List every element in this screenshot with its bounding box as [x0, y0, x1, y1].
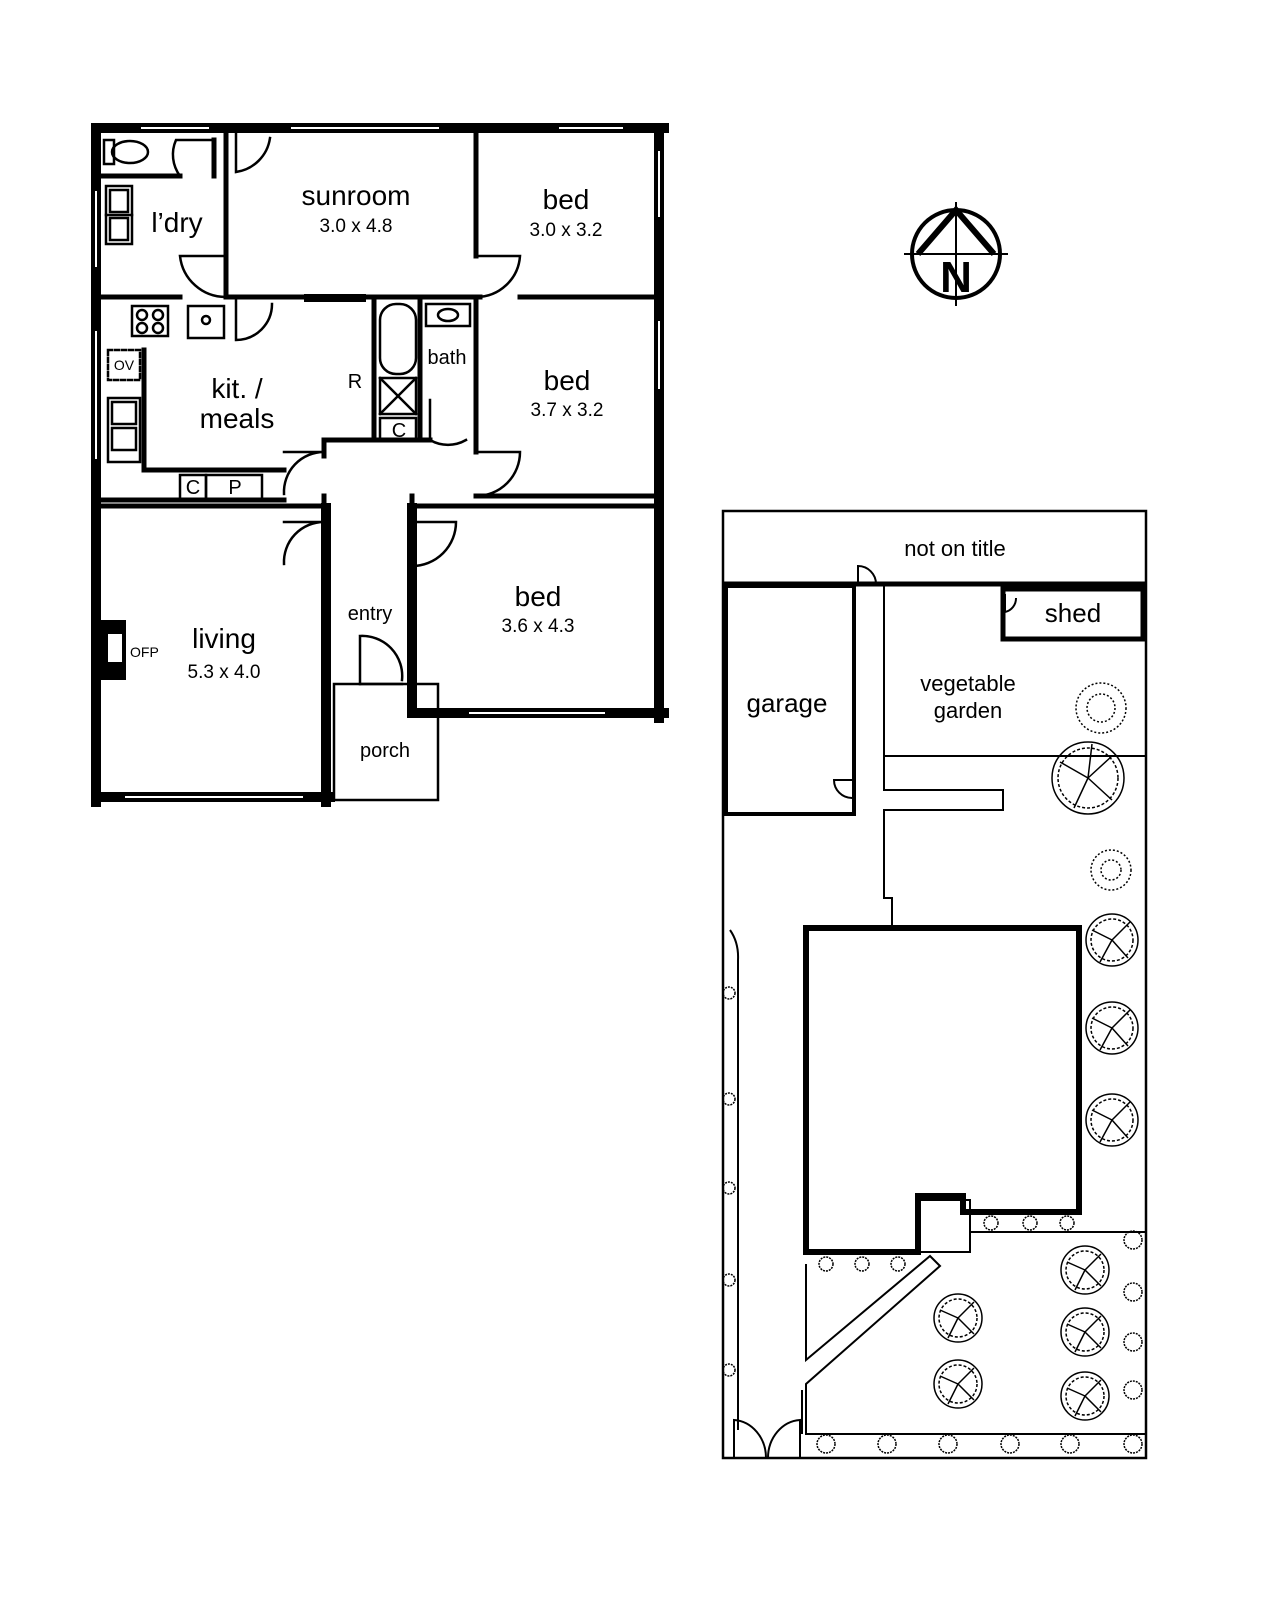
tree-icon: [933, 1359, 983, 1409]
hedge-dots: [722, 986, 1143, 1454]
oven-label: OV: [114, 357, 135, 373]
bed1-label: bed: [543, 184, 590, 215]
bath-fixtures: [378, 302, 472, 442]
sunroom-size: 3.0 x 4.8: [320, 216, 393, 237]
porch-label: porch: [360, 740, 410, 762]
site-plan-labels: not on title shed garage vegetable garde…: [747, 536, 1102, 723]
pantry-label: P: [228, 477, 241, 499]
windows: [91, 123, 664, 802]
not-on-title-label: not on title: [904, 536, 1006, 561]
living-size: 5.3 x 4.0: [188, 662, 261, 683]
kitchen-label-line1: kit. /: [211, 373, 263, 404]
bath-label: bath: [428, 347, 467, 369]
shed-label: shed: [1045, 598, 1101, 628]
site-plan: [721, 509, 1148, 1460]
floor-plan-labels: sunroom 3.0 x 4.8 bed 3.0 x 3.2 l’dry ki…: [114, 180, 604, 762]
garage-label: garage: [747, 688, 828, 718]
laundry-fixtures: [104, 184, 134, 246]
kitchen-fixtures: [106, 304, 264, 501]
tree-icon: [1085, 913, 1139, 967]
laundry-label: l’dry: [151, 207, 202, 238]
tree-icon: [933, 1293, 983, 1343]
living-label: living: [192, 623, 256, 654]
bed2-label: bed: [544, 365, 591, 396]
bed2-size: 3.7 x 3.2: [531, 400, 604, 421]
site-boundary: [721, 509, 1148, 1460]
bath-cupboard-label: C: [392, 420, 406, 442]
bed3-size: 3.6 x 4.3: [502, 616, 575, 637]
porch-outline: [332, 682, 440, 802]
house-floor-plan: [91, 123, 669, 807]
tree-icon: [1060, 1245, 1110, 1295]
compass-north-letter: N: [940, 253, 972, 302]
tree-icon: [1051, 741, 1125, 815]
house-footprint: [803, 925, 1082, 1255]
garden-plants: [722, 682, 1143, 1454]
fireplace-label: OFP: [130, 644, 159, 660]
bed3-label: bed: [515, 581, 562, 612]
vegetable-garden-label-line2: garden: [934, 698, 1003, 723]
north-compass-icon: N: [904, 202, 1008, 306]
kitchen-label-line2: meals: [200, 403, 275, 434]
vegetable-garden-label-line1: vegetable: [920, 671, 1015, 696]
toilet-icon: [102, 138, 150, 166]
sunroom-label: sunroom: [302, 180, 411, 211]
shrub-icon: [1090, 849, 1132, 891]
bed1-size: 3.0 x 3.2: [530, 220, 603, 241]
tree-icon: [1085, 1093, 1139, 1147]
shed-outline: [1000, 586, 1146, 642]
fireplace-icon: [100, 620, 126, 680]
fridge-label: R: [348, 371, 362, 393]
shrub-icon: [1075, 682, 1127, 734]
kitchen-cupboard-label: C: [186, 477, 200, 499]
entry-label: entry: [348, 603, 392, 625]
tree-icon: [1060, 1307, 1110, 1357]
tree-icon: [1060, 1371, 1110, 1421]
tree-icon: [1085, 1001, 1139, 1055]
